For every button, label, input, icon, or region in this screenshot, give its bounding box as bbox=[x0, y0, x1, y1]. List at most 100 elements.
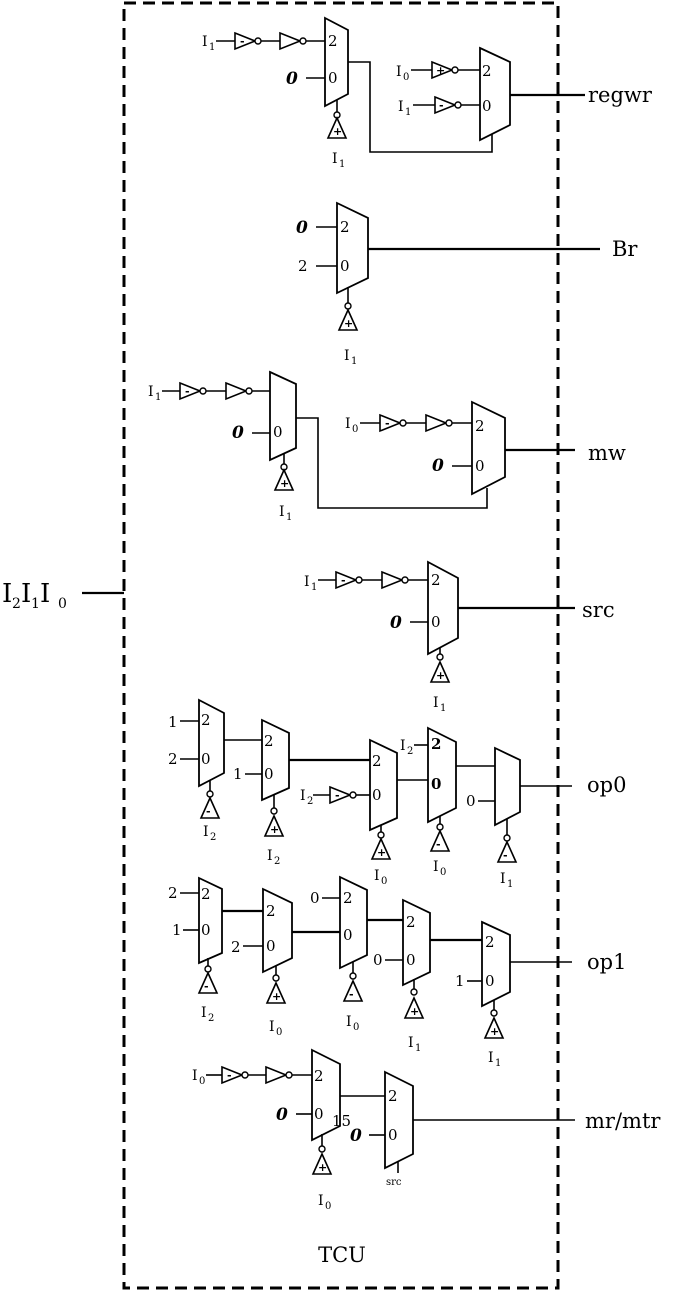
svg-text:1: 1 bbox=[233, 765, 243, 783]
svg-text:1: 1 bbox=[415, 1043, 421, 1054]
svg-text:1: 1 bbox=[286, 512, 292, 523]
tcu-boundary bbox=[122, 1, 560, 1290]
svg-text:0: 0 bbox=[432, 456, 444, 476]
output-regwr: regwr bbox=[588, 83, 653, 107]
svg-text:1: 1 bbox=[311, 582, 317, 593]
svg-text:2: 2 bbox=[168, 884, 178, 902]
svg-text:2: 2 bbox=[231, 938, 241, 956]
svg-text:I: I bbox=[203, 824, 209, 840]
svg-text:2: 2 bbox=[482, 62, 492, 80]
svg-text:2: 2 bbox=[407, 746, 413, 757]
svg-text:+: + bbox=[270, 823, 279, 836]
svg-text:1: 1 bbox=[507, 879, 513, 890]
svg-text:0: 0 bbox=[343, 926, 353, 944]
input-bus: I 2 I 1 I 0 bbox=[2, 579, 124, 612]
svg-text:0: 0 bbox=[199, 1076, 205, 1087]
svg-text:0: 0 bbox=[310, 889, 320, 907]
svg-text:I: I bbox=[344, 348, 350, 364]
svg-text:1: 1 bbox=[31, 596, 40, 612]
svg-text:0: 0 bbox=[475, 457, 485, 475]
svg-text:2: 2 bbox=[388, 1087, 398, 1105]
svg-text:1: 1 bbox=[455, 972, 465, 990]
svg-text:2: 2 bbox=[210, 832, 216, 843]
svg-text:0: 0 bbox=[381, 876, 387, 887]
svg-text:I: I bbox=[2, 579, 12, 609]
svg-text:2: 2 bbox=[343, 889, 353, 907]
svg-text:+: + bbox=[344, 317, 353, 330]
svg-text:1: 1 bbox=[339, 159, 345, 170]
svg-text:0: 0 bbox=[232, 423, 244, 443]
svg-text:2: 2 bbox=[406, 913, 416, 931]
svg-text:0: 0 bbox=[482, 97, 492, 115]
svg-text:-: - bbox=[439, 99, 444, 112]
output-src: src bbox=[582, 598, 615, 622]
svg-text:1: 1 bbox=[351, 356, 357, 367]
svg-text:0: 0 bbox=[406, 951, 416, 969]
svg-text:0: 0 bbox=[353, 1022, 359, 1033]
svg-text:0: 0 bbox=[440, 867, 446, 878]
svg-text:src: src bbox=[386, 1177, 402, 1188]
svg-text:0: 0 bbox=[58, 596, 67, 612]
svg-text:0: 0 bbox=[276, 1027, 282, 1038]
svg-text:0: 0 bbox=[372, 786, 382, 804]
svg-text:2: 2 bbox=[201, 885, 211, 903]
svg-text:+: + bbox=[436, 669, 445, 682]
svg-text:0: 0 bbox=[325, 1201, 331, 1212]
svg-text:2: 2 bbox=[298, 257, 308, 275]
svg-text:1: 1 bbox=[440, 703, 446, 714]
svg-text:-: - bbox=[206, 805, 211, 818]
svg-text:I: I bbox=[202, 34, 208, 50]
svg-text:0: 0 bbox=[350, 1126, 362, 1146]
svg-text:1: 1 bbox=[168, 713, 178, 731]
svg-text:0: 0 bbox=[296, 218, 308, 238]
svg-text:0: 0 bbox=[390, 613, 402, 633]
svg-text:0: 0 bbox=[431, 775, 441, 793]
svg-text:I: I bbox=[269, 1019, 275, 1035]
svg-text:0: 0 bbox=[431, 613, 441, 631]
svg-text:2: 2 bbox=[431, 735, 441, 753]
svg-text:0: 0 bbox=[328, 69, 338, 87]
svg-text:1: 1 bbox=[155, 392, 161, 403]
svg-text:I: I bbox=[408, 1035, 414, 1051]
svg-text:0: 0 bbox=[266, 937, 276, 955]
svg-text:0: 0 bbox=[485, 972, 495, 990]
svg-text:-: - bbox=[240, 35, 245, 48]
svg-text:2: 2 bbox=[431, 571, 441, 589]
svg-text:2: 2 bbox=[307, 796, 313, 807]
svg-text:2: 2 bbox=[208, 1013, 214, 1024]
svg-text:-: - bbox=[185, 385, 190, 398]
svg-text:I: I bbox=[400, 738, 406, 754]
svg-text:I: I bbox=[21, 579, 31, 609]
svg-text:0: 0 bbox=[276, 1105, 288, 1125]
svg-text:2: 2 bbox=[485, 933, 495, 951]
output-mrmtr: mr/mtr bbox=[585, 1109, 661, 1133]
svg-text:0: 0 bbox=[403, 72, 409, 83]
svg-text:I: I bbox=[346, 1014, 352, 1030]
svg-text:0: 0 bbox=[273, 423, 283, 441]
svg-text:1: 1 bbox=[209, 42, 215, 53]
svg-text:2: 2 bbox=[264, 732, 274, 750]
svg-text:-: - bbox=[503, 849, 508, 862]
svg-text:I: I bbox=[433, 695, 439, 711]
svg-text:2: 2 bbox=[168, 750, 178, 768]
svg-text:2: 2 bbox=[201, 711, 211, 729]
svg-text:-: - bbox=[341, 574, 346, 587]
svg-text:I: I bbox=[267, 848, 273, 864]
svg-text:I: I bbox=[304, 574, 310, 590]
svg-text:2: 2 bbox=[12, 596, 21, 612]
svg-text:+: + bbox=[436, 64, 445, 77]
output-br: Br bbox=[612, 237, 638, 261]
svg-text:-: - bbox=[335, 789, 340, 802]
svg-text:I: I bbox=[396, 64, 402, 80]
svg-text:0: 0 bbox=[314, 1105, 324, 1123]
svg-text:15: 15 bbox=[332, 1112, 351, 1130]
svg-text:I: I bbox=[374, 868, 380, 884]
svg-text:0: 0 bbox=[340, 257, 350, 275]
svg-text:-: - bbox=[227, 1069, 232, 1082]
